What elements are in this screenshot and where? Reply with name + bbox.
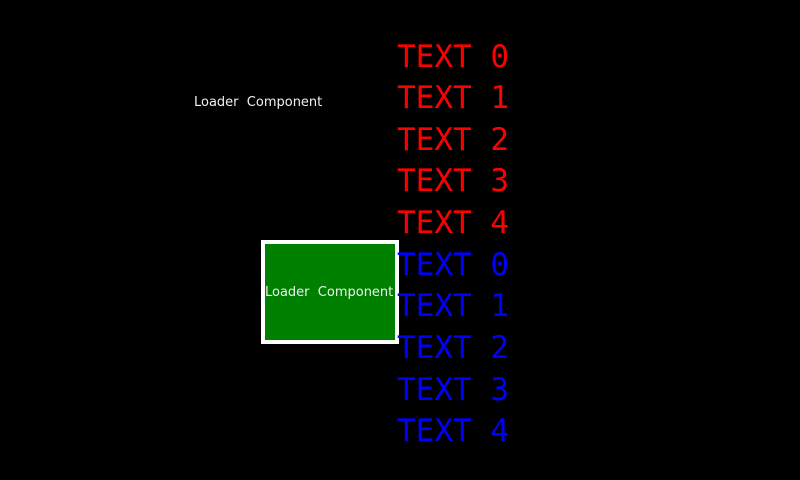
- text-list-blue: TEXT 0 TEXT 1 TEXT 2 TEXT 3 TEXT 4: [397, 245, 509, 453]
- text-list-item[interactable]: TEXT 3: [397, 163, 509, 200]
- text-list-item[interactable]: TEXT 4: [397, 413, 509, 450]
- text-list-item[interactable]: TEXT 0: [397, 246, 509, 283]
- text-list-item[interactable]: TEXT 2: [397, 121, 509, 158]
- loader-component-box: Loader Component: [261, 240, 399, 344]
- text-list-item[interactable]: TEXT 2: [397, 330, 509, 367]
- text-list-item[interactable]: TEXT 1: [397, 80, 509, 117]
- loader-component-box-label: Loader Component: [265, 284, 394, 300]
- loader-component-text: Loader Component: [194, 95, 323, 110]
- text-list-item[interactable]: TEXT 1: [397, 288, 509, 325]
- text-list-red: TEXT 0 TEXT 1 TEXT 2 TEXT 3 TEXT 4: [397, 37, 509, 245]
- text-list-item[interactable]: TEXT 0: [397, 38, 509, 75]
- text-list-item[interactable]: TEXT 4: [397, 205, 509, 242]
- text-list-item[interactable]: TEXT 3: [397, 371, 509, 408]
